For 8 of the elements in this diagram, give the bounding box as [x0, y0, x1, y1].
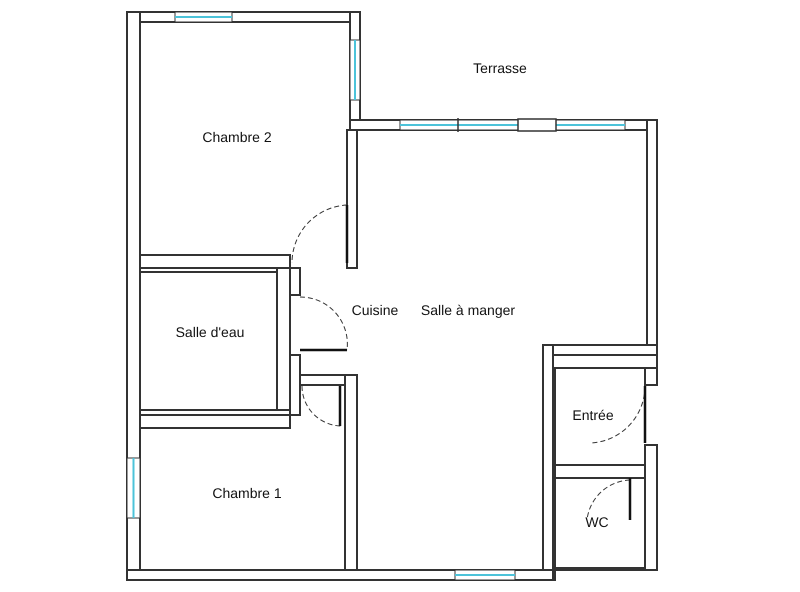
room-label: Salle d'eau: [176, 324, 244, 340]
room-label: Entrée: [572, 407, 614, 423]
room-label: Cuisine: [352, 302, 398, 318]
room-label: WC: [585, 514, 609, 530]
room-label: Terrasse: [473, 60, 527, 76]
room-label: Chambre 2: [202, 129, 272, 145]
room-label: Chambre 1: [212, 485, 282, 501]
room-label: Salle à manger: [420, 302, 516, 318]
